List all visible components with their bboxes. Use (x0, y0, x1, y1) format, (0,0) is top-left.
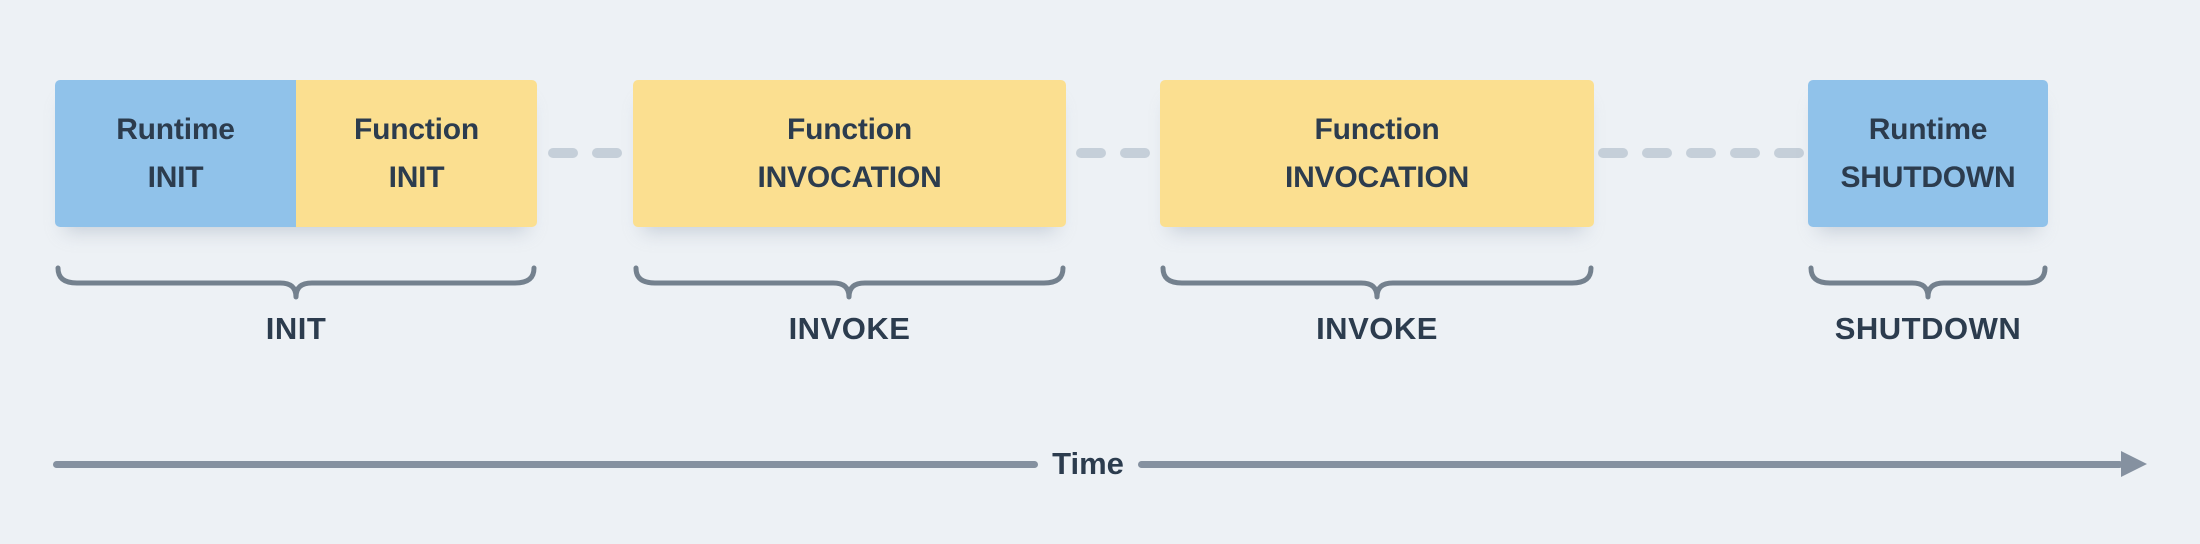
box-text-line: Function (786, 112, 913, 146)
dashed-connector (1066, 148, 1160, 158)
time-axis: Time (53, 445, 2148, 483)
box-text-line: INIT (388, 160, 445, 194)
shutdown-brace (1808, 265, 2048, 300)
function-invocation-box: Function INVOCATION (1160, 80, 1594, 227)
function-invocation-box: Function INVOCATION (633, 80, 1066, 227)
invoke-2-brace (1160, 265, 1594, 300)
box-text-line: INIT (147, 160, 204, 194)
phase-label-invoke-2: INVOKE (1316, 311, 1438, 346)
dash-segment (1120, 148, 1150, 158)
phase-init-box-group: Runtime INIT Function INIT (55, 80, 537, 227)
dash-segment (592, 148, 622, 158)
box-text-line: INVOCATION (1284, 160, 1470, 194)
phase-label-invoke-1: INVOKE (788, 311, 911, 346)
dash-segment (548, 148, 578, 158)
dash-segment (1774, 148, 1804, 158)
runtime-shutdown-box: Runtime SHUTDOWN (1808, 80, 2048, 227)
init-brace (55, 265, 537, 300)
invoke-1-brace (633, 265, 1066, 300)
phase-label-shutdown: SHUTDOWN (1834, 311, 2022, 346)
phase-shutdown-box-group: Runtime SHUTDOWN (1808, 80, 2048, 227)
box-text-line: INVOCATION (757, 160, 942, 194)
dashed-connector (537, 148, 633, 158)
time-axis-label: Time (1052, 446, 1124, 481)
box-text-line: Function (353, 112, 480, 146)
box-text-line: Runtime (116, 112, 235, 146)
dash-segment (1076, 148, 1106, 158)
dashed-connector (1594, 148, 1808, 158)
phase-label-init: INIT (265, 311, 327, 346)
box-text-line: SHUTDOWN (1840, 160, 2016, 194)
time-axis-line-left (53, 460, 1039, 468)
phase-invoke-2-box-group: Function INVOCATION (1160, 80, 1594, 227)
dash-segment (1686, 148, 1716, 158)
arrowhead-icon (2121, 451, 2148, 477)
phase-invoke-1-box-group: Function INVOCATION (633, 80, 1066, 227)
dash-segment (1730, 148, 1760, 158)
dash-segment (1598, 148, 1628, 158)
runtime-init-box: Runtime INIT (55, 80, 296, 227)
box-text-line: Function (1314, 112, 1440, 146)
time-axis-line-right (1137, 460, 2124, 468)
function-init-box: Function INIT (296, 80, 537, 227)
box-text-line: Runtime (1868, 112, 1988, 146)
dash-segment (1642, 148, 1672, 158)
